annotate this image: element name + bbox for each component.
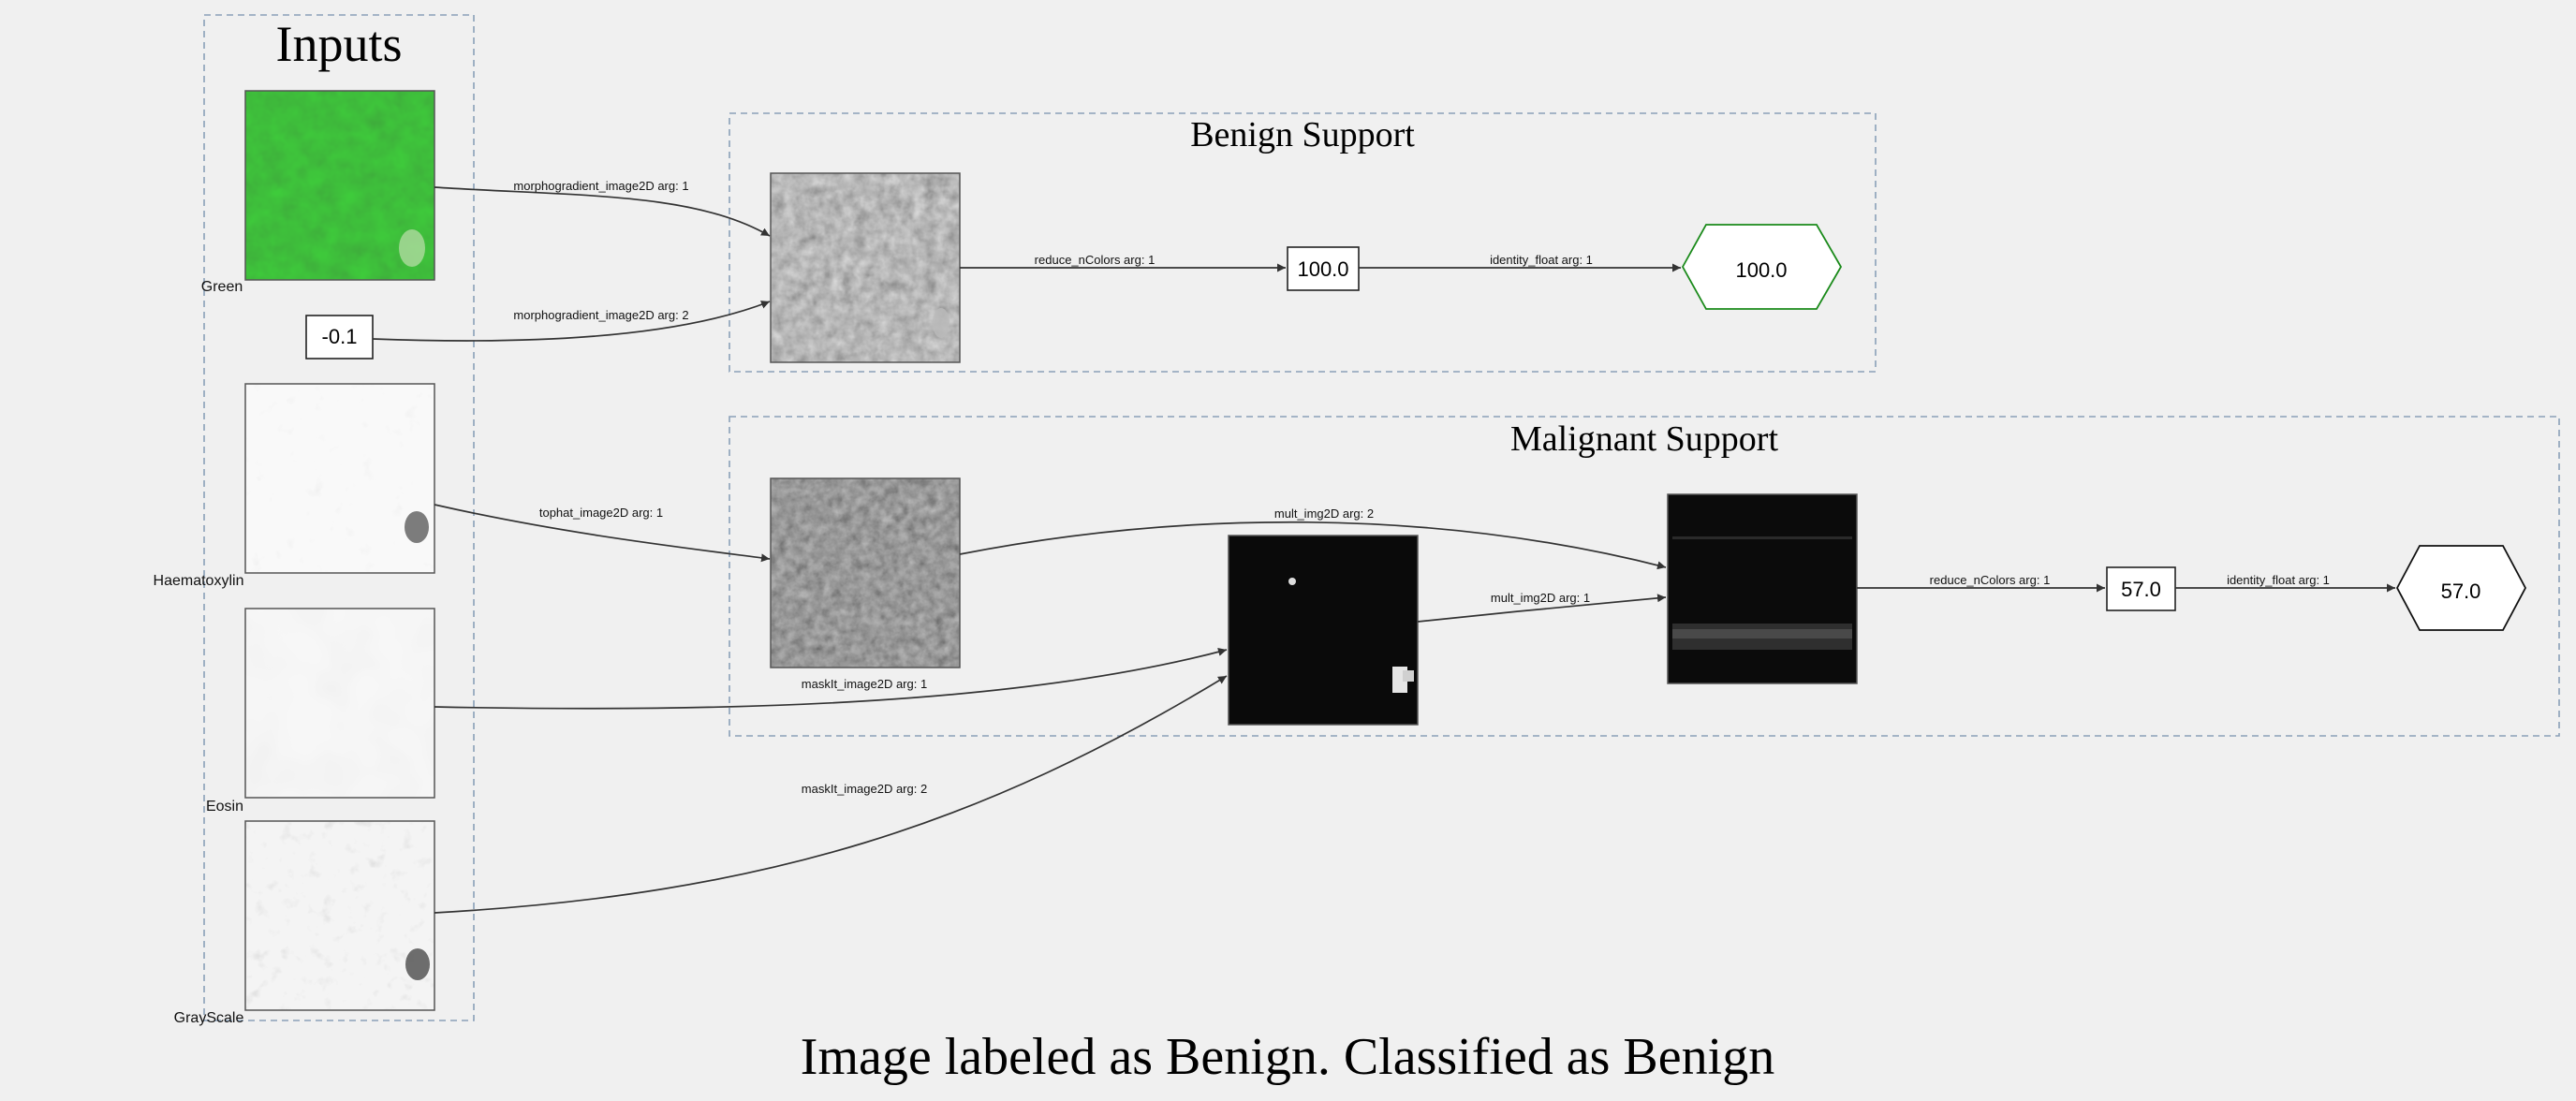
edge-label-morph-arg2: morphogradient_image2D arg: 2 <box>513 308 688 322</box>
green-channel-image <box>244 90 435 281</box>
edge-haematoxylin-to-tophat <box>434 504 771 563</box>
eosin-label: Eosin <box>206 799 243 815</box>
malignant-cluster <box>729 416 2560 737</box>
benign-output-node: 100.0 <box>1681 224 1843 310</box>
benign-cluster <box>729 112 1877 373</box>
malignant-value: 57.0 <box>2121 578 2161 601</box>
edge-label-morph-arg1: morphogradient_image2D arg: 1 <box>513 179 688 193</box>
benign-value: 100.0 <box>1297 257 1348 281</box>
benign-value-node: 100.0 <box>1287 246 1360 291</box>
malignant-title: Malignant Support <box>1510 419 1778 459</box>
malignant-output-value: 57.0 <box>2441 580 2481 603</box>
benign-output-value: 100.0 <box>1735 258 1787 282</box>
edge-green-to-morph <box>434 186 771 237</box>
edge-label-mask-arg2: maskIt_image2D arg: 2 <box>802 782 927 796</box>
eosin-image <box>244 608 435 799</box>
malignant-value-node: 57.0 <box>2106 566 2176 611</box>
edge-label-tophat: tophat_image2D arg: 1 <box>539 506 663 520</box>
edge-constant-to-morph <box>372 301 771 342</box>
edge-eosin-to-mask <box>434 647 1228 710</box>
edge-label-mult-arg1: mult_img2D arg: 1 <box>1491 591 1590 605</box>
inputs-cluster <box>203 14 475 1021</box>
masked-image <box>1228 535 1419 726</box>
grayscale-label: GrayScale <box>174 1010 244 1026</box>
edge-tophat-to-mult <box>959 521 1667 570</box>
constant-value: -0.1 <box>322 325 358 348</box>
classification-caption: Image labeled as Benign. Classified as B… <box>801 1028 1774 1086</box>
edge-label-benign-reduce: reduce_nColors arg: 1 <box>1035 253 1156 267</box>
inputs-title: Inputs <box>276 16 403 72</box>
edge-label-mask-arg1: maskIt_image2D arg: 1 <box>802 677 927 691</box>
edge-grayscale-to-mask <box>434 675 1228 914</box>
morphogradient-result-image <box>770 172 961 363</box>
edge-label-malignant-identity: identity_float arg: 1 <box>2227 573 2330 587</box>
constant-node: -0.1 <box>305 315 374 360</box>
edge-label-malignant-reduce: reduce_nColors arg: 1 <box>1930 573 2051 587</box>
edge-masked-to-mult <box>1417 594 1667 623</box>
grayscale-image <box>244 820 435 1011</box>
haematoxylin-image <box>244 383 435 574</box>
edge-label-mult-arg2: mult_img2D arg: 2 <box>1274 506 1374 521</box>
haematoxylin-label: Haematoxylin <box>154 573 244 589</box>
edge-label-benign-identity: identity_float arg: 1 <box>1490 253 1593 267</box>
multiplied-image <box>1667 493 1858 684</box>
green-label: Green <box>201 279 243 295</box>
tophat-result-image <box>770 477 961 668</box>
benign-title: Benign Support <box>1190 115 1415 154</box>
malignant-output-node: 57.0 <box>2395 545 2527 631</box>
